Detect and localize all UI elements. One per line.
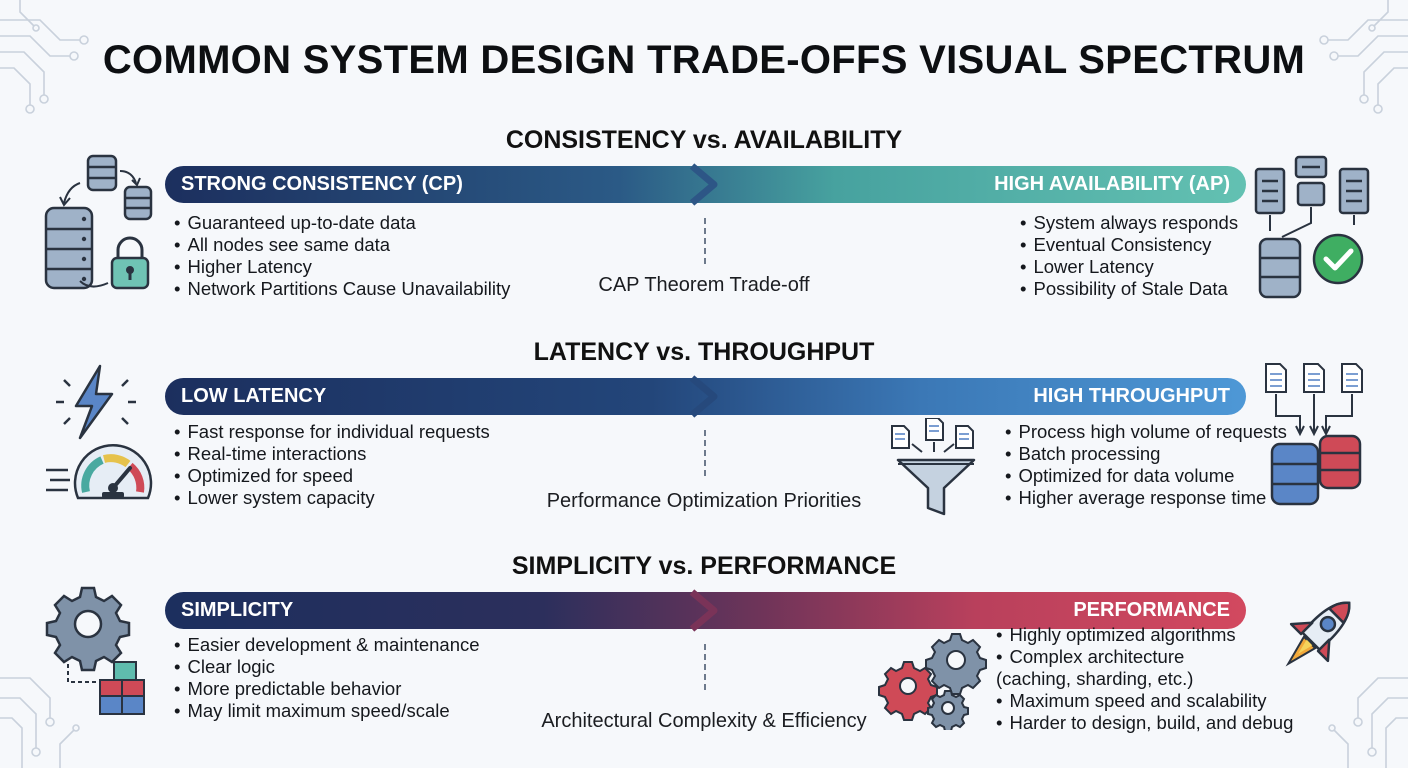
spectrum-divider xyxy=(704,644,706,690)
chevron-right-icon xyxy=(689,163,718,206)
section-consistency-availability: CONSISTENCY vs. AVAILABILITY STRONG CONS… xyxy=(0,126,1408,336)
list-item: System always responds xyxy=(1020,212,1238,234)
list-item: Higher average response time xyxy=(1005,487,1287,509)
spectrum-center-label: Architectural Complexity & Efficiency xyxy=(541,710,867,732)
list-item: Network Partitions Cause Unavailability xyxy=(174,278,510,300)
list-item: Higher Latency xyxy=(174,256,510,278)
documents-database-icon xyxy=(1265,363,1363,506)
list-item: Clear logic xyxy=(174,656,480,678)
gear-blocks-icon xyxy=(45,586,145,715)
left-points-list: Guaranteed up-to-date data All nodes see… xyxy=(174,212,510,300)
spectrum-divider xyxy=(704,430,706,476)
list-item: Eventual Consistency xyxy=(1020,234,1238,256)
circuit-decoration-bottom-left xyxy=(0,677,80,768)
list-item: Possibility of Stale Data xyxy=(1020,278,1238,300)
list-item: Complex architecture (caching, sharding,… xyxy=(996,646,1293,690)
chevron-right-icon xyxy=(689,375,718,418)
spectrum-bar: STRONG CONSISTENCY (CP) HIGH AVAILABILIT… xyxy=(165,163,1246,206)
section-latency-throughput: LATENCY vs. THROUGHPUT LOW LATENCY HIGH … xyxy=(0,338,1408,548)
database-cluster-lock-icon xyxy=(44,154,153,290)
spectrum-bar: LOW LATENCY HIGH THROUGHPUT xyxy=(165,375,1246,418)
section-title: SIMPLICITY vs. PERFORMANCE xyxy=(511,552,897,580)
list-item: Harder to design, build, and debug xyxy=(996,712,1293,734)
circuit-decoration-top-left xyxy=(0,0,89,114)
right-points-list: System always responds Eventual Consiste… xyxy=(1020,212,1238,300)
spectrum-right-label: HIGH THROUGHPUT xyxy=(1033,385,1230,407)
list-item: Real-time interactions xyxy=(174,443,490,465)
list-item: May limit maximum speed/scale xyxy=(174,700,480,722)
circuit-decoration-bottom-right xyxy=(1328,677,1408,768)
list-item: Easier development & maintenance xyxy=(174,634,479,656)
list-item: Fast response for individual requests xyxy=(174,421,489,443)
spectrum-right-label: HIGH AVAILABILITY (AP) xyxy=(994,173,1230,195)
list-item: Lower Latency xyxy=(1020,256,1238,278)
right-points-list: Process high volume of requests Batch pr… xyxy=(1005,421,1287,509)
list-item: More predictable behavior xyxy=(174,678,480,700)
spectrum-left-label: STRONG CONSISTENCY (CP) xyxy=(181,173,463,195)
lightning-speedometer-icon xyxy=(46,364,153,500)
chevron-right-icon xyxy=(689,589,718,632)
spectrum-left-label: SIMPLICITY xyxy=(181,599,294,621)
list-item: Optimized for speed xyxy=(174,465,490,487)
spectrum-left-label: LOW LATENCY xyxy=(181,385,327,407)
section-title: LATENCY vs. THROUGHPUT xyxy=(533,338,875,366)
main-title: COMMON SYSTEM DESIGN TRADE-OFFS VISUAL S… xyxy=(102,38,1306,82)
list-item: Lower system capacity xyxy=(174,487,490,509)
list-item: Process high volume of requests xyxy=(1005,421,1286,443)
spectrum-center-label: CAP Theorem Trade-off xyxy=(598,274,810,296)
circuit-decoration-top-right xyxy=(1319,0,1408,114)
left-points-list: Easier development & maintenance Clear l… xyxy=(174,634,480,722)
section-simplicity-performance: SIMPLICITY vs. PERFORMANCE SIMPLICITY PE… xyxy=(0,552,1408,762)
right-points-list: Highly optimized algorithms Complex arch… xyxy=(996,624,1293,734)
list-item: Highly optimized algorithms xyxy=(996,624,1293,646)
spectrum-right-label: PERFORMANCE xyxy=(1073,599,1230,621)
spectrum-divider xyxy=(704,218,706,264)
documents-funnel-database-icon xyxy=(891,418,976,516)
list-item: Guaranteed up-to-date data xyxy=(174,212,510,234)
servers-database-check-icon xyxy=(1254,155,1370,299)
spectrum-bar: SIMPLICITY PERFORMANCE xyxy=(165,589,1246,632)
rocket-icon xyxy=(1285,601,1351,667)
section-title: CONSISTENCY vs. AVAILABILITY xyxy=(505,126,903,154)
list-item: All nodes see same data xyxy=(174,234,510,256)
list-item: Batch processing xyxy=(1005,443,1287,465)
list-item: Optimized for data volume xyxy=(1005,465,1287,487)
list-item: Maximum speed and scalability xyxy=(996,690,1293,712)
left-points-list: Fast response for individual requests Re… xyxy=(174,421,490,509)
spectrum-center-label: Performance Optimization Priorities xyxy=(546,490,862,512)
gears-icon xyxy=(878,633,987,730)
